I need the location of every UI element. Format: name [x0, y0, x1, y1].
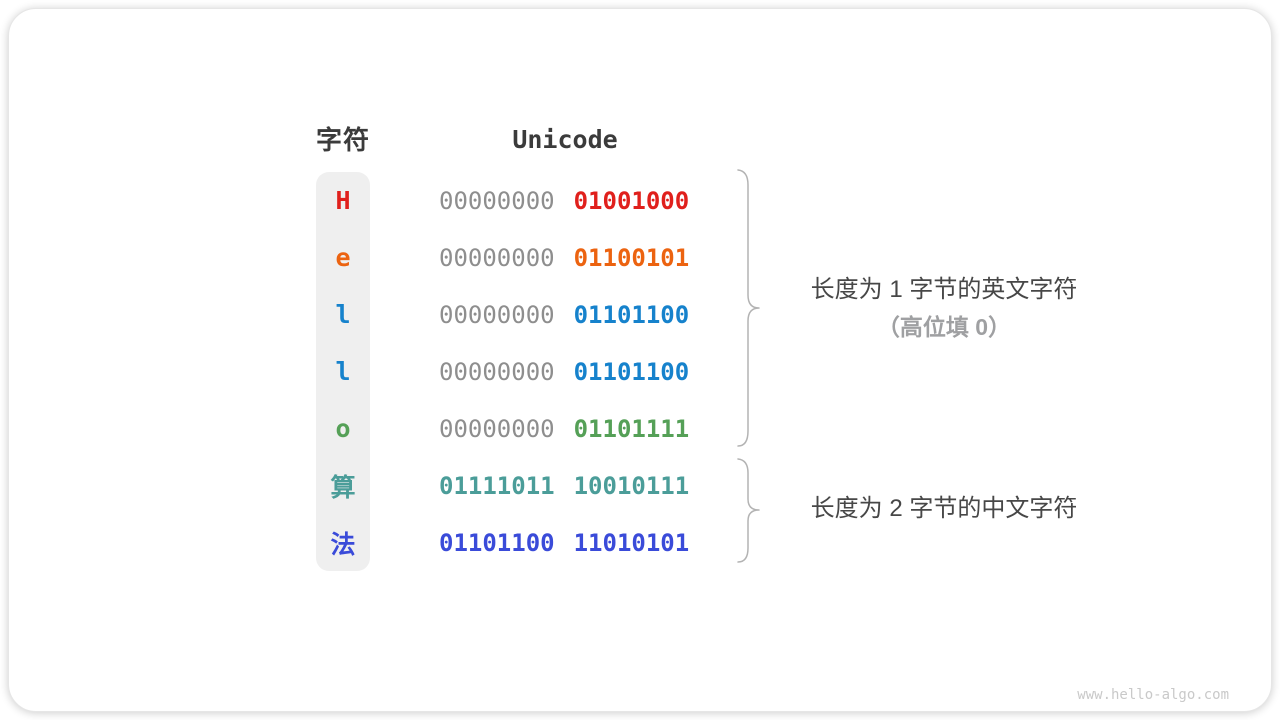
character-cell: l — [335, 300, 351, 329]
brace-chinese-group — [737, 458, 760, 563]
table-row: o 00000000 01101111 — [316, 400, 689, 457]
annotation-chinese-chars: 长度为 2 字节的中文字符 — [759, 492, 1129, 526]
unicode-low-byte: 01101111 — [573, 414, 690, 443]
table-row: 法 01101100 11010101 — [316, 514, 689, 571]
character-cell: e — [335, 243, 351, 272]
table-row: H 00000000 01001000 — [316, 172, 689, 229]
annotation-chinese-line1: 长度为 2 字节的中文字符 — [810, 495, 1078, 522]
unicode-high-byte: 00000000 — [439, 414, 555, 443]
table-row: l 00000000 01101100 — [316, 286, 689, 343]
character-cell: 法 — [330, 529, 356, 559]
table-row: l 00000000 01101100 — [316, 343, 689, 400]
figure-card: 字符 Unicode H 00000000 01001000 e 0000000… — [8, 8, 1272, 712]
watermark-url: www.hello-algo.com — [1077, 687, 1229, 703]
character-cell: 算 — [330, 472, 356, 502]
unicode-high-byte: 00000000 — [439, 243, 555, 272]
annotation-english-chars: 长度为 1 字节的英文字符 （高位填 0） — [759, 273, 1129, 343]
character-cell: H — [335, 186, 351, 215]
column-header-character: 字符 — [315, 125, 370, 155]
unicode-low-byte: 01001000 — [573, 186, 690, 215]
character-column-background — [316, 172, 370, 571]
unicode-low-byte: 01101100 — [573, 357, 690, 386]
unicode-high-byte: 00000000 — [439, 357, 555, 386]
unicode-low-byte: 01100101 — [573, 243, 690, 272]
unicode-high-byte: 01101100 — [439, 528, 555, 557]
column-header-unicode: Unicode — [512, 125, 618, 154]
unicode-low-byte: 10010111 — [573, 471, 690, 500]
table-row: e 00000000 01100101 — [316, 229, 689, 286]
unicode-low-byte: 01101100 — [573, 300, 690, 329]
unicode-high-byte: 00000000 — [439, 186, 555, 215]
character-cell: o — [335, 414, 351, 443]
character-cell: l — [335, 357, 351, 386]
annotation-english-line2: （高位填 0） — [876, 314, 1012, 340]
brace-english-group — [737, 169, 760, 447]
annotation-english-line1: 长度为 1 字节的英文字符 — [810, 276, 1078, 303]
unicode-high-byte: 01111011 — [439, 471, 555, 500]
table-row: 算 01111011 10010111 — [316, 457, 689, 514]
unicode-high-byte: 00000000 — [439, 300, 555, 329]
unicode-table: H 00000000 01001000 e 00000000 01100101 … — [316, 172, 689, 571]
unicode-low-byte: 11010101 — [573, 528, 690, 557]
